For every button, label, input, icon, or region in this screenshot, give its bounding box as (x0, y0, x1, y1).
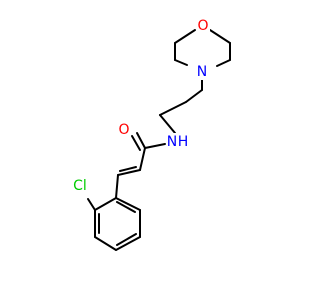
bond (116, 201, 136, 213)
bond (94, 197, 117, 211)
bond (115, 197, 141, 211)
bond (159, 114, 176, 134)
morpholine-ring (174, 29, 231, 67)
chlorine-label: Cl (73, 178, 87, 194)
morpholine-nitrogen-label: N (197, 64, 207, 80)
atom-label-amide-nh: N H (166, 133, 189, 152)
morpholine-oxygen-label: O (197, 18, 208, 34)
bond (94, 236, 117, 251)
bond (139, 147, 146, 171)
benzene-ring (94, 197, 141, 251)
atom-label-chlorine: Cl (69, 177, 91, 194)
bond (209, 29, 231, 44)
bond (87, 198, 96, 211)
amide-hydrogen-label: H (178, 134, 189, 150)
bond (174, 59, 188, 66)
bond (119, 166, 137, 172)
bond (116, 233, 137, 246)
bond (185, 89, 203, 103)
ethyl-linker (159, 77, 203, 134)
alkene (115, 147, 146, 199)
bond (131, 135, 141, 151)
bond (115, 174, 119, 199)
amide-nitrogen-label: N (167, 134, 177, 150)
bond (159, 101, 187, 116)
bond (174, 29, 196, 44)
atom-label-carbonyl-o: O (117, 121, 131, 138)
atom-label-morpholine-n: N (195, 63, 209, 80)
bond (136, 132, 146, 149)
carbonyl-oxygen-label: O (118, 122, 129, 138)
bond (115, 236, 141, 251)
molecule-structure: O N N H O Cl (69, 17, 231, 251)
bond (117, 169, 141, 176)
bond (216, 59, 231, 67)
atom-label-morpholine-o: O (196, 17, 210, 34)
bond (144, 143, 166, 149)
amide-group (131, 132, 166, 151)
